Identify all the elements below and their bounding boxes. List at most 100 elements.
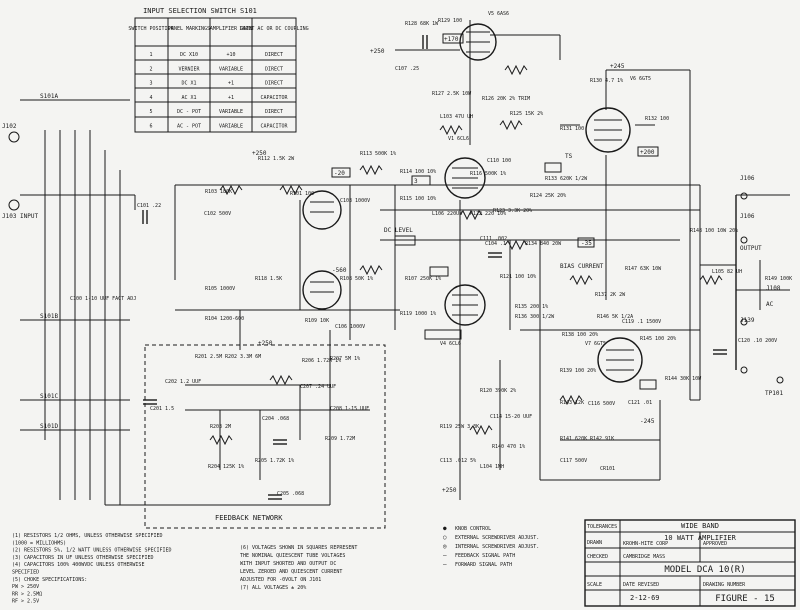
part-label-v6: V6 6GT5 bbox=[630, 76, 651, 82]
connector-label-ac: AC bbox=[766, 301, 774, 308]
part-label-c107: C107 .25 bbox=[395, 66, 419, 72]
part-label-r205: R205 1.72K 1% bbox=[255, 458, 294, 464]
table-cell: VARIABLE bbox=[219, 109, 243, 115]
part-label-r149: R149 100K bbox=[765, 276, 792, 282]
voltage-label-v_20a: -20 bbox=[334, 170, 345, 177]
connector-label-j139: J139 bbox=[740, 317, 755, 324]
part-label-c120: C120 .10 200V bbox=[738, 338, 777, 344]
table-cell: DIRECT bbox=[265, 109, 283, 115]
table-cell: +1 bbox=[228, 81, 234, 87]
voltage-boxes bbox=[331, 33, 659, 390]
table-header-cell: INPUT AC OR DC COUPLING bbox=[239, 26, 308, 32]
part-label-v1: V1 6CL6 bbox=[448, 136, 469, 142]
part-label-l103: L103 47U UH bbox=[440, 114, 473, 120]
bias-current-label: BIAS CURRENT bbox=[560, 263, 604, 270]
part-label-r147: R147 63K 10W bbox=[625, 266, 662, 272]
connector-label-j106b: J106 bbox=[740, 213, 755, 220]
part-label-r122: R122 220 10% bbox=[470, 211, 506, 217]
switch-selection-table: INPUT SELECTION SWITCH S101 SWITCH POSIT… bbox=[128, 7, 309, 133]
part-label-c113: C113 .012 5% bbox=[440, 458, 476, 464]
main-wiring bbox=[20, 20, 790, 506]
voltage-label-v_3: 3 bbox=[414, 178, 418, 185]
part-label-c208: C208 1-15 UUF bbox=[330, 406, 369, 412]
note-line: (1000 = MILLIOHMS) bbox=[12, 540, 66, 546]
connector-label-j103: J103 INPUT bbox=[2, 213, 39, 220]
part-label-r134: R134 840 20W bbox=[525, 241, 562, 247]
table-cell: +1 bbox=[228, 95, 234, 101]
legend-symbol: ○ bbox=[443, 534, 447, 541]
part-label-r202: R202 3.3M 6M bbox=[225, 354, 261, 360]
table-cell: DIRECT bbox=[265, 52, 283, 58]
capacitor-symbols bbox=[142, 35, 727, 500]
part-label-c205: C205 .068 bbox=[277, 491, 304, 497]
part-label-r144: R144 30K 10W bbox=[665, 376, 702, 382]
part-label-r135: R135 200 1% bbox=[515, 304, 548, 310]
note-line: PW > 250V bbox=[12, 584, 39, 590]
scale-label: SCALE bbox=[587, 582, 602, 588]
part-label-r114: R114 100 10% bbox=[400, 169, 436, 175]
part-label-l106: L106 220UH bbox=[432, 211, 462, 217]
table-cell: 4 bbox=[149, 95, 152, 101]
part-label-r125: R125 15K 2% bbox=[510, 111, 543, 117]
part-label-r128: R128 68K 1W bbox=[405, 21, 439, 27]
part-label-r203: R203 2M bbox=[210, 424, 231, 430]
resistor-symbols bbox=[209, 64, 723, 446]
part-label-l104: L104 1MH bbox=[480, 464, 504, 470]
table-cell: DC X1 bbox=[181, 81, 196, 87]
part-label-r132: R132 100 bbox=[645, 116, 669, 122]
drawn-label: DRAWN bbox=[587, 540, 602, 546]
note-line: SPECIFIED bbox=[12, 570, 39, 576]
part-label-r143: R143 12K bbox=[560, 400, 584, 406]
voltage-note-line: LEVEL ZEROED AND QUIESCENT CURRENT bbox=[240, 569, 342, 575]
part-label-r131: R131 100 bbox=[560, 126, 584, 132]
part-label-c116: C116 500V bbox=[588, 401, 615, 407]
legend-text: EXTERNAL SCREWDRIVER ADJUST. bbox=[455, 535, 539, 541]
tube-v2 bbox=[302, 190, 342, 230]
part-label-c100: C100 1-10 UUF FACT ADJ bbox=[70, 296, 136, 302]
part-label-r207: R207 5M 1% bbox=[330, 356, 360, 362]
note-line: RF > 2.5V bbox=[12, 599, 39, 605]
drawing-number-label: DRAWING NUMBER bbox=[703, 582, 746, 588]
input-connectors bbox=[8, 131, 784, 384]
part-label-c117: C117 500V bbox=[560, 458, 587, 464]
voltage-note-line: WITH INPUT SHORTED AND OUTPUT DC bbox=[240, 561, 336, 567]
part-label-r133: R133 620K 1/2W bbox=[545, 176, 588, 182]
part-label-r119: R119 1000 1% bbox=[400, 311, 436, 317]
tube-v1 bbox=[444, 157, 486, 199]
voltage-label-v_245b: -245 bbox=[640, 418, 655, 425]
part-label-c106: C106 1000V bbox=[335, 324, 365, 330]
revision-date: 2-12-69 bbox=[630, 594, 660, 602]
legend-symbol: ● bbox=[443, 525, 447, 532]
part-label-r142: R142 91K bbox=[590, 436, 614, 442]
notes-block: (1) RESISTORS 1/2 OHMS, UNLESS OTHERWISE… bbox=[12, 533, 172, 605]
table-cell: DIRECT bbox=[265, 81, 283, 87]
table-cell: DC - POT bbox=[177, 109, 201, 115]
table-cell: AC - POT bbox=[177, 124, 201, 130]
part-label-r137: R137 2K 2W bbox=[595, 292, 626, 298]
legend-text: KNOB CONTROL bbox=[455, 526, 491, 532]
part-label-r109: R109 10K bbox=[305, 318, 329, 324]
legend-symbol: ◎ bbox=[443, 543, 447, 550]
table-cell: AC X1 bbox=[181, 95, 196, 101]
table-cell: VARIABLE bbox=[219, 66, 243, 72]
company-name: KROHN-HITE CORP bbox=[623, 541, 668, 547]
part-label-l105: L105 82 UH bbox=[712, 269, 742, 275]
figure-number: FIGURE - 15 bbox=[715, 594, 775, 604]
part-label-v7: V7 6GT5 bbox=[585, 341, 606, 347]
voltage-label-v_250b: +250 bbox=[252, 150, 267, 157]
part-label-r127: R127 2.5K 10W bbox=[432, 91, 472, 97]
voltage-label-v_245a: +245 bbox=[610, 63, 625, 70]
connector-label-tp101: TP101 bbox=[765, 390, 783, 397]
note-line: (3) CAPACITORS IN UF UNLESS OTHERWISE SP… bbox=[12, 555, 153, 561]
part-label-r121: R121 100 10% bbox=[500, 274, 536, 280]
title-block: TOLERANCES WIDE BAND 10 WATT AMPLIFIER D… bbox=[584, 519, 796, 607]
part-label-r206: R206 1.72M 1% bbox=[302, 358, 341, 364]
voltage-note-line: ADJUSTED FOR -0VOLT ON J101 bbox=[240, 577, 321, 583]
table-cell: 2 bbox=[149, 66, 152, 72]
part-label-r138: R138 100 20% bbox=[562, 332, 598, 338]
part-label-r120: R120 390K 2% bbox=[480, 388, 516, 394]
tube-v6 bbox=[585, 107, 631, 153]
part-label-r139: R139 100 20% bbox=[560, 368, 596, 374]
note-line: (4) CAPACITORS 100% 400WVDC UNLESS OTHER… bbox=[12, 562, 144, 568]
